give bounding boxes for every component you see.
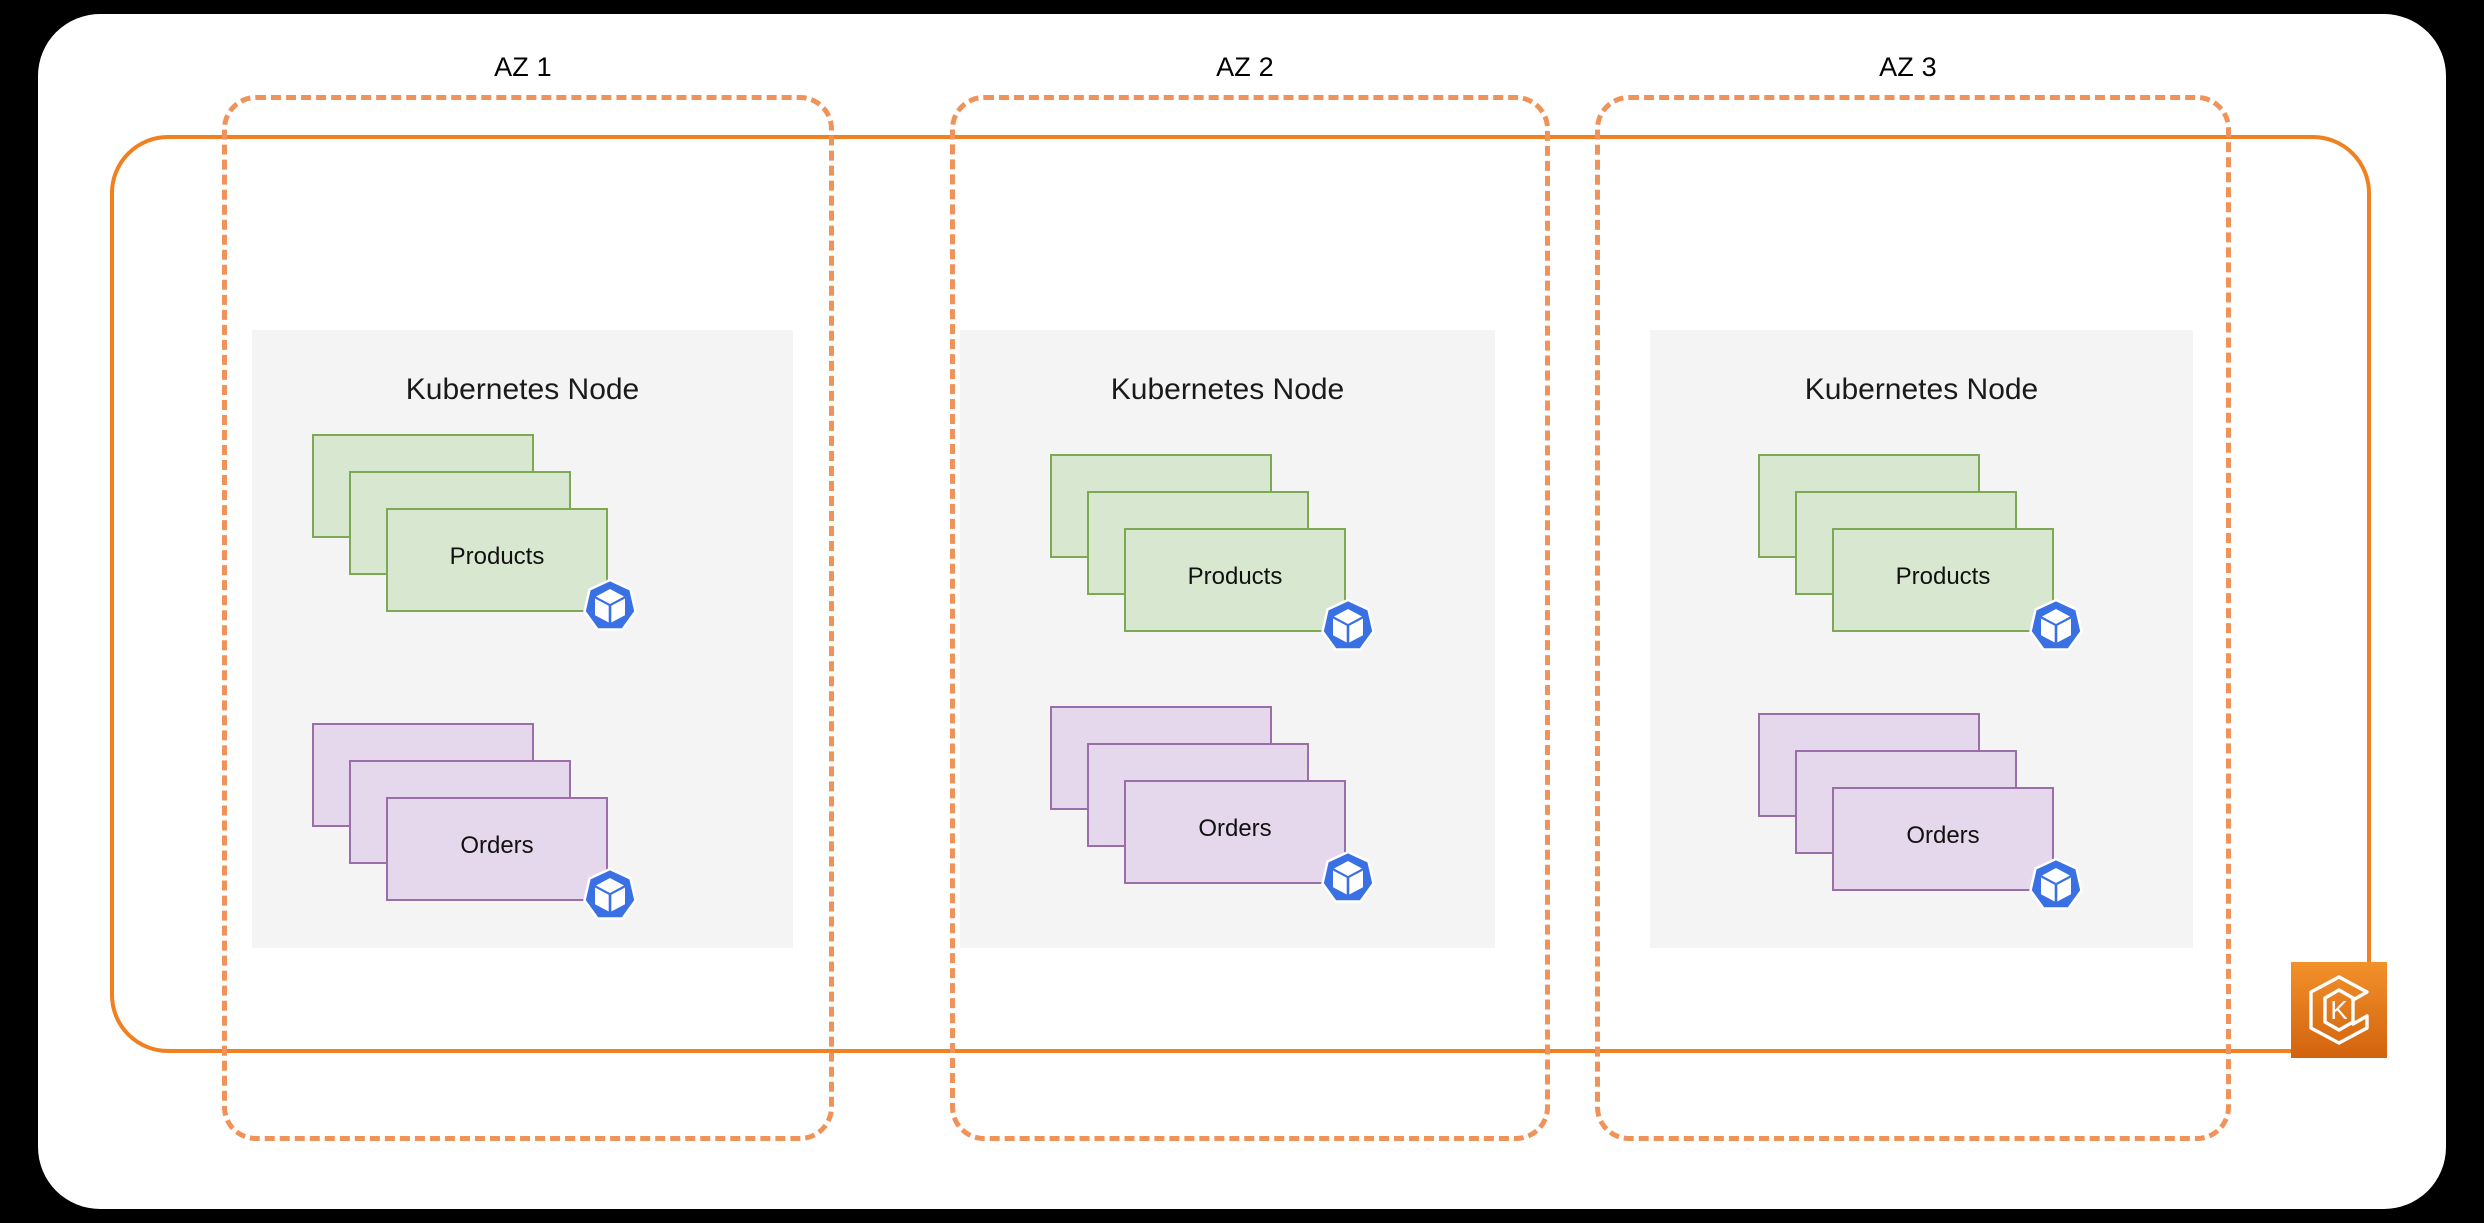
az-label: AZ 2 [1216,52,1274,82]
node-title: Kubernetes Node [1110,373,1345,406]
pod-label: Orders [1906,822,1980,849]
pod-card[interactable] [1832,787,2054,891]
kubernetes-icon [582,578,638,639]
eks-logo-letter: K [2330,995,2348,1025]
pod-label: Products [449,543,545,570]
az-label: AZ 1 [494,52,552,82]
kubernetes-icon [2028,598,2084,659]
node-title: Kubernetes Node [1804,373,2039,406]
az-boundary [1595,95,2231,1141]
az-boundary [222,95,834,1141]
pod-label: Products [1187,563,1283,590]
pod-label: Products [1895,563,1991,590]
kubernetes-icon [1320,598,1376,659]
pod-label: Orders [460,832,534,859]
kubernetes-icon [1320,850,1376,911]
kubernetes-icon [2028,857,2084,918]
pod-label: Orders [1198,815,1272,842]
aws-eks-icon: K [2291,962,2387,1058]
eks-cluster-boundary [110,135,2371,1053]
kubernetes-icon [582,867,638,928]
node-title: Kubernetes Node [405,373,640,406]
pod-card[interactable] [1124,528,1346,632]
pod-card[interactable] [1124,780,1346,884]
az-label: AZ 3 [1879,52,1937,82]
az-boundary [950,95,1550,1141]
pod-card[interactable] [386,797,608,901]
pod-card[interactable] [1832,528,2054,632]
pod-card[interactable] [386,508,608,612]
